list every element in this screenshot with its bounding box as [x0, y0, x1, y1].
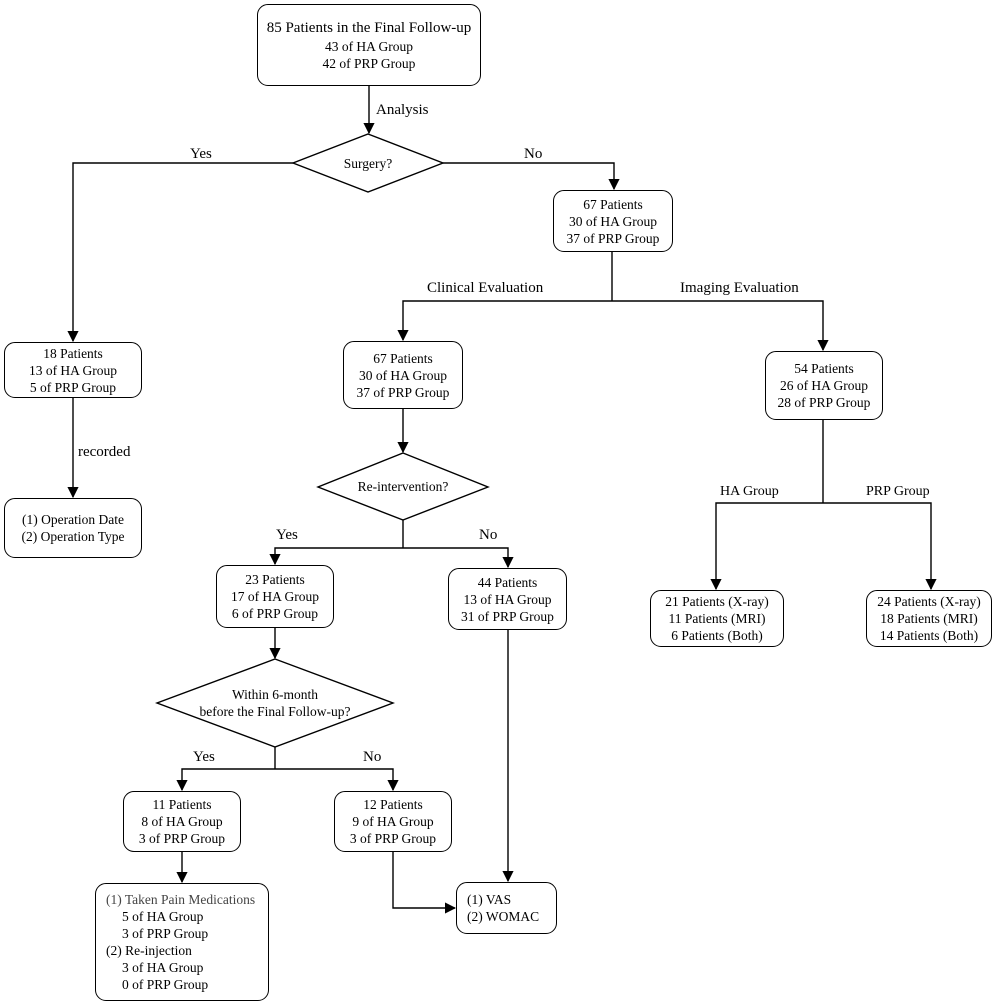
reintervention-no-label: No	[479, 527, 498, 543]
outcome-vas: (1) VAS	[467, 892, 512, 907]
imaging-ha-mri: 11 Patients (MRI)	[668, 611, 766, 626]
clinical-evaluation-label: Clinical Evaluation	[427, 280, 544, 296]
surgery-yes-box: 18 Patients 13 of HA Group 5 of PRP Grou…	[4, 342, 142, 398]
meds-item-1-ha: 5 of HA Group	[122, 909, 204, 924]
recorded-label: recorded	[78, 444, 131, 460]
meds-item-2-ha: 3 of HA Group	[122, 960, 204, 975]
meds-item-2: (2) Re-injection	[106, 943, 192, 958]
imaging-box: 54 Patients 26 of HA Group 28 of PRP Gro…	[765, 351, 883, 420]
clinical-ha: 30 of HA Group	[358, 367, 448, 383]
imaging-ha-xray: 21 Patients (X-ray)	[665, 594, 769, 609]
surgery-no-prp: 37 of PRP Group	[566, 230, 660, 246]
outcome-box: (1) VAS (2) WOMAC	[456, 882, 557, 934]
imaging-prp-box: 24 Patients (X-ray) 18 Patients (MRI) 14…	[866, 590, 992, 647]
reintervention-no-box: 44 Patients 13 of HA Group 31 of PRP Gro…	[448, 568, 567, 630]
arrow-within-yes	[176, 768, 275, 792]
arrow-imaging-prp	[823, 502, 937, 591]
reintervention-yes-label: Yes	[276, 527, 298, 543]
clinical-count: 67 Patients	[373, 350, 433, 366]
imaging-prp-xray: 24 Patients (X-ray)	[877, 594, 981, 609]
within-no-ha: 9 of HA Group	[352, 814, 434, 829]
arrow-clinical	[397, 300, 612, 342]
surgery-yes-ha: 13 of HA Group	[28, 362, 118, 378]
surgery-no-count: 67 Patients	[583, 196, 643, 212]
meds-item-1-prp: 3 of PRP Group	[122, 926, 209, 941]
reintervention-no-count: 44 Patients	[477, 574, 538, 590]
within-yes-ha: 8 of HA Group	[141, 814, 223, 829]
meds-item-2-prp: 0 of PRP Group	[122, 977, 209, 992]
recorded-item-2: (2) Operation Type	[21, 529, 125, 544]
arrow-within-no	[275, 768, 399, 792]
imaging-ha-box: 21 Patients (X-ray) 11 Patients (MRI) 6 …	[650, 590, 784, 647]
arrow-imaging	[612, 300, 829, 352]
imaging-evaluation-label: Imaging Evaluation	[680, 280, 799, 296]
surgery-yes-label: Yes	[190, 146, 212, 162]
within-yes-count: 11 Patients	[152, 797, 212, 812]
recorded-box: (1) Operation Date (2) Operation Type	[4, 498, 142, 558]
arrow-12-to-outcome	[392, 852, 457, 914]
pain-medications-box: (1) Taken Pain Medications 5 of HA Group…	[95, 883, 269, 1001]
reintervention-no-prp: 31 of PRP Group	[461, 608, 554, 624]
within-no-label: No	[363, 749, 382, 765]
reintervention-question: Re-intervention?	[357, 479, 449, 494]
reintervention-yes-box: 23 Patients 17 of HA Group 6 of PRP Grou…	[216, 565, 334, 628]
surgery-no-ha: 30 of HA Group	[568, 213, 658, 229]
final-followup-ha: 43 of HA Group	[324, 39, 414, 54]
within-question-line1: Within 6-month	[231, 687, 319, 702]
outcome-womac: (2) WOMAC	[467, 909, 540, 924]
within-question: Within 6-month before the Final Follow-u…	[165, 686, 385, 720]
recorded-item-1: (1) Operation Date	[22, 512, 124, 527]
surgery-question: Surgery?	[343, 156, 393, 171]
final-followup-box: 85 Patients in the Final Follow-up 43 of…	[257, 4, 481, 86]
final-followup-title: 85 Patients in the Final Follow-up	[266, 20, 472, 36]
imaging-ha: 26 of HA Group	[779, 378, 869, 393]
within-yes-box: 11 Patients 8 of HA Group 3 of PRP Group	[123, 791, 241, 852]
imaging-prp: 28 of PRP Group	[777, 395, 871, 410]
arrow-reintervention-yes	[269, 547, 403, 566]
surgery-no-box: 67 Patients 30 of HA Group 37 of PRP Gro…	[553, 190, 673, 252]
imaging-ha-label: HA Group	[720, 484, 779, 499]
within-no-count: 12 Patients	[363, 797, 423, 812]
within-no-box: 12 Patients 9 of HA Group 3 of PRP Group	[334, 791, 452, 852]
final-followup-prp: 42 of PRP Group	[322, 56, 416, 71]
imaging-prp-both: 14 Patients (Both)	[879, 628, 979, 643]
arrow-surgery-no	[443, 162, 620, 191]
reintervention-yes-count: 23 Patients	[245, 572, 305, 587]
within-yes-label: Yes	[193, 749, 215, 765]
surgery-yes-count: 18 Patients	[43, 345, 103, 361]
reintervention-yes-ha: 17 of HA Group	[230, 589, 320, 604]
reintervention-yes-prp: 6 of PRP Group	[231, 606, 319, 621]
imaging-prp-label: PRP Group	[866, 484, 930, 499]
imaging-prp-mri: 18 Patients (MRI)	[880, 611, 978, 626]
within-no-prp: 3 of PRP Group	[349, 831, 437, 846]
arrow-imaging-ha	[710, 502, 823, 591]
surgery-yes-prp: 5 of PRP Group	[29, 379, 117, 395]
meds-item-1: (1) Taken Pain Medications	[106, 892, 256, 907]
reintervention-no-ha: 13 of HA Group	[463, 591, 552, 607]
analysis-label: Analysis	[376, 102, 429, 118]
imaging-count: 54 Patients	[794, 361, 854, 376]
arrow-reintervention-no	[403, 547, 514, 569]
within-yes-prp: 3 of PRP Group	[138, 831, 226, 846]
clinical-prp: 37 of PRP Group	[356, 384, 450, 400]
surgery-diamond	[291, 133, 445, 193]
imaging-ha-both: 6 Patients (Both)	[671, 628, 763, 643]
clinical-box: 67 Patients 30 of HA Group 37 of PRP Gro…	[343, 341, 463, 409]
within-question-line2: before the Final Follow-up?	[199, 704, 351, 719]
arrow-surgery-yes	[67, 162, 293, 343]
surgery-no-label: No	[524, 146, 543, 162]
